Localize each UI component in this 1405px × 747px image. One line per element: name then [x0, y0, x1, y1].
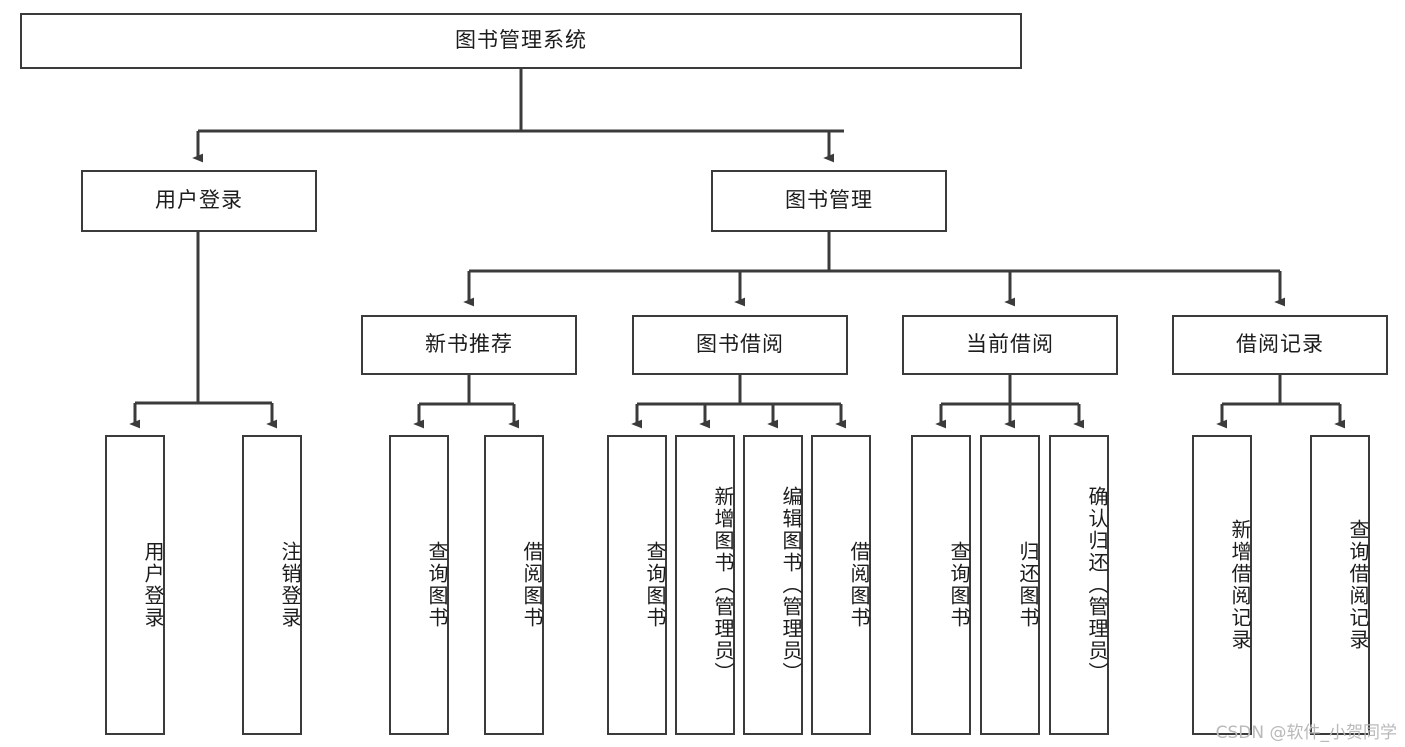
- node-borrow-record[interactable]: 借阅记录: [1172, 315, 1388, 375]
- leaf-borrow-edit-book-admin[interactable]: 编辑图书（管理员）: [743, 435, 803, 735]
- leaf-new-book-borrow[interactable]: 借阅图书: [484, 435, 544, 735]
- node-root-system[interactable]: 图书管理系统: [20, 13, 1022, 69]
- node-current-borrow[interactable]: 当前借阅: [902, 315, 1118, 375]
- node-book-borrow[interactable]: 图书借阅: [632, 315, 848, 375]
- leaf-user-login-signin[interactable]: 用户登录: [105, 435, 165, 735]
- node-new-book-recommend[interactable]: 新书推荐: [361, 315, 577, 375]
- leaf-record-add-borrow-record[interactable]: 新增借阅记录: [1192, 435, 1252, 735]
- leaf-record-query-borrow-record[interactable]: 查询借阅记录: [1310, 435, 1370, 735]
- watermark-text: CSDN @软件_小贺同学: [1215, 723, 1397, 743]
- leaf-borrow-add-book-admin[interactable]: 新增图书（管理员）: [675, 435, 735, 735]
- leaf-new-book-query[interactable]: 查询图书: [389, 435, 449, 735]
- node-user-login[interactable]: 用户登录: [81, 170, 317, 232]
- leaf-user-login-signout[interactable]: 注销登录: [242, 435, 302, 735]
- leaf-current-query-book[interactable]: 查询图书: [911, 435, 971, 735]
- node-book-management[interactable]: 图书管理: [711, 170, 947, 232]
- leaf-current-return-book[interactable]: 归还图书: [980, 435, 1040, 735]
- leaf-borrow-query-book[interactable]: 查询图书: [607, 435, 667, 735]
- leaf-current-confirm-return-admin[interactable]: 确认归还（管理员）: [1049, 435, 1109, 735]
- leaf-borrow-borrow-book[interactable]: 借阅图书: [811, 435, 871, 735]
